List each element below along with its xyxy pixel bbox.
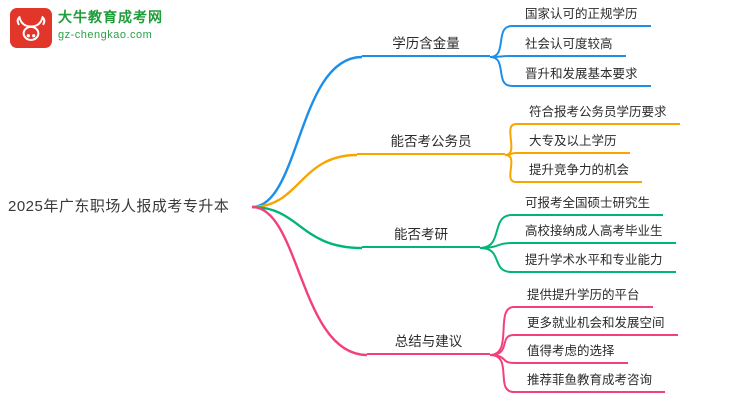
curve-root-to-branch-3 — [251, 205, 363, 250]
leaf-node: 可报考全国硕士研究生 — [512, 195, 664, 216]
curve-b4-leaf1 — [489, 306, 515, 356]
curve-b4-leaf2 — [489, 334, 515, 356]
curve-b2-leaf1 — [504, 123, 517, 156]
leaf-node: 高校接纳成人高考毕业生 — [512, 223, 676, 244]
leaf-node: 推荐菲鱼教育成考咨询 — [514, 372, 666, 393]
leaf-node: 国家认可的正规学历 — [512, 6, 651, 27]
branch-node-postgraduate-exam: 能否考研 — [362, 225, 480, 248]
leaf-node: 提升竞争力的机会 — [516, 162, 643, 183]
brand-domain: gz-chengkao.com — [58, 29, 153, 41]
leaf-node: 提升学术水平和专业能力 — [512, 252, 676, 273]
curve-b4-leaf3 — [489, 354, 515, 364]
curve-b3-leaf1 — [479, 214, 513, 249]
root-node: 2025年广东职场人报成考专升本 — [8, 198, 230, 215]
leaf-node: 社会认可度较高 — [512, 36, 626, 57]
curve-b1-leaf1 — [489, 25, 513, 58]
leaf-node: 值得考虑的选择 — [514, 343, 628, 364]
branch-node-summary-advice: 总结与建议 — [367, 332, 490, 355]
leaf-node: 提供提升学历的平台 — [514, 287, 653, 308]
branch-node-civil-servant-exam: 能否考公务员 — [357, 132, 505, 155]
bull-icon — [10, 8, 52, 48]
curve-root-to-branch-2 — [251, 153, 358, 209]
leaf-node: 更多就业机会和发展空间 — [514, 315, 678, 336]
curve-b1-leaf3 — [489, 56, 513, 87]
site-logo: 大牛教育成考网 gz-chengkao.com — [10, 8, 163, 48]
branch-node-credential-value: 学历含金量 — [362, 34, 490, 57]
leaf-node: 符合报考公务员学历要求 — [516, 104, 680, 125]
brand-text: 大牛教育成考网 gz-chengkao.com — [58, 8, 163, 42]
curve-b3-leaf3 — [479, 247, 513, 273]
curve-b4-leaf4 — [489, 354, 515, 393]
curve-b1-leaf2 — [489, 55, 513, 58]
curve-b2-leaf3 — [504, 154, 517, 183]
leaf-node: 大专及以上学历 — [516, 133, 630, 154]
curve-root-to-branch-4 — [251, 205, 368, 357]
brand-name: 大牛教育成考网 — [58, 9, 163, 25]
leaf-node: 晋升和发展基本要求 — [512, 66, 651, 87]
curve-b3-leaf2 — [479, 242, 513, 249]
curve-b2-leaf2 — [504, 152, 517, 156]
curve-root-to-branch-1 — [251, 55, 363, 209]
